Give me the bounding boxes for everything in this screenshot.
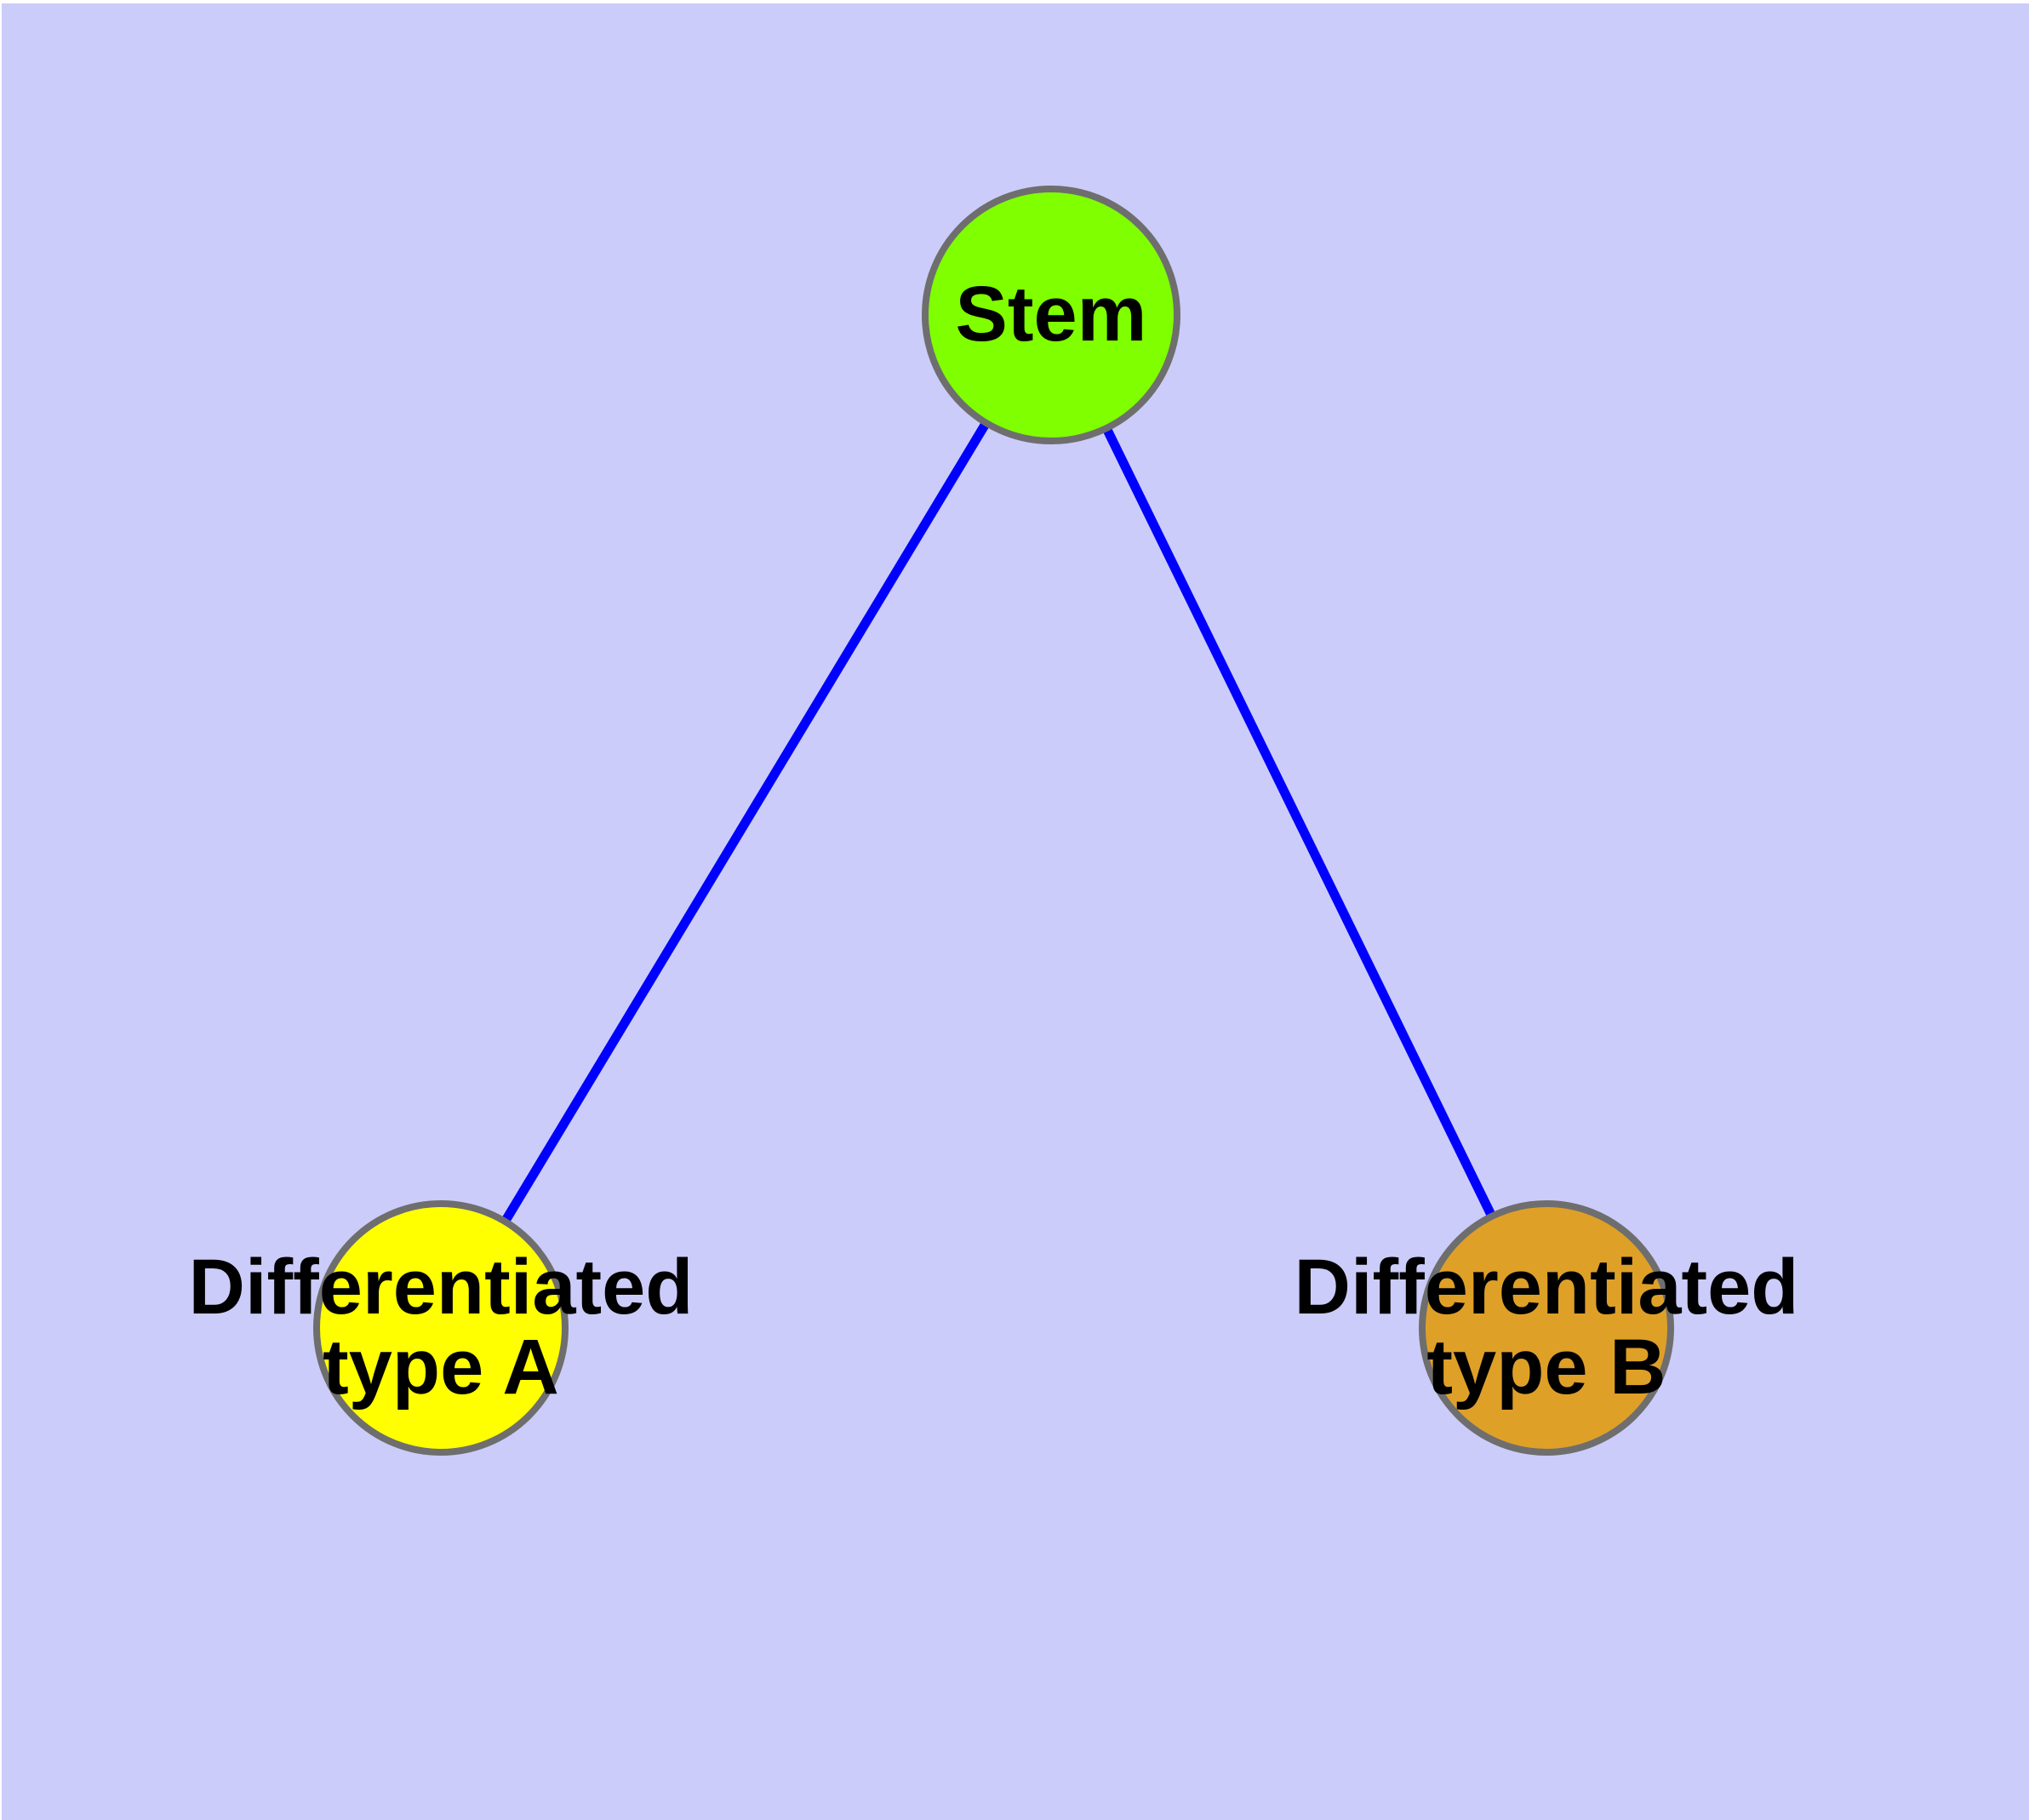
edge-layer	[500, 420, 1496, 1224]
edge-stem-to-differentiated-type-a[interactable]	[500, 420, 991, 1224]
node-circle-differentiated-type-b[interactable]	[1419, 1200, 1674, 1456]
node-layer	[313, 186, 1674, 1456]
node-circle-stem[interactable]	[922, 186, 1180, 444]
edge-stem-to-differentiated-type-b[interactable]	[1102, 426, 1496, 1219]
node-circle-differentiated-type-a[interactable]	[313, 1200, 569, 1456]
